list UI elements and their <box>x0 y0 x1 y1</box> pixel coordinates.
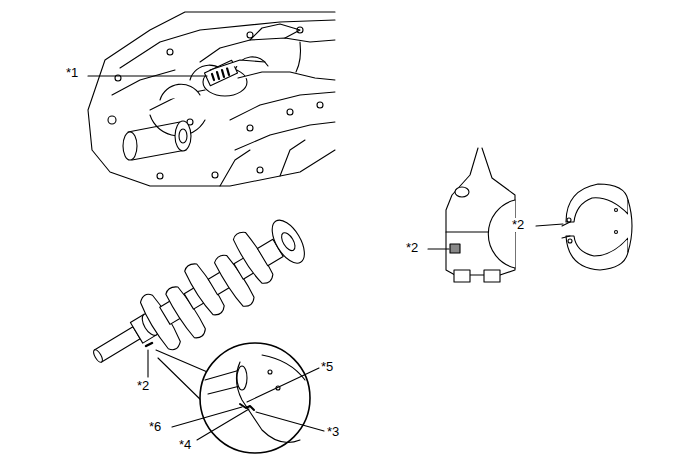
leader-line <box>147 350 148 377</box>
callout-number: *1 <box>65 66 79 80</box>
callout-number: *2 <box>136 379 150 393</box>
bearing-shell <box>562 184 632 270</box>
engine-block <box>88 12 335 186</box>
leader-line <box>247 368 319 402</box>
leader-line <box>172 407 242 427</box>
leader-line <box>197 409 249 440</box>
leader-line <box>428 248 449 249</box>
leader-line <box>256 412 324 431</box>
leader-line <box>536 224 563 226</box>
leader-line <box>88 75 207 76</box>
magnifier-line <box>158 358 206 405</box>
magnifier-line <box>156 350 212 374</box>
callout-number: *2 <box>511 218 525 232</box>
callout-number: *6 <box>148 420 162 434</box>
callout-number: *4 <box>178 438 192 452</box>
connecting-rod <box>446 148 515 282</box>
callout-number: *2 <box>405 241 419 255</box>
callout-number: *3 <box>326 425 340 439</box>
callout-number: *5 <box>320 360 334 374</box>
